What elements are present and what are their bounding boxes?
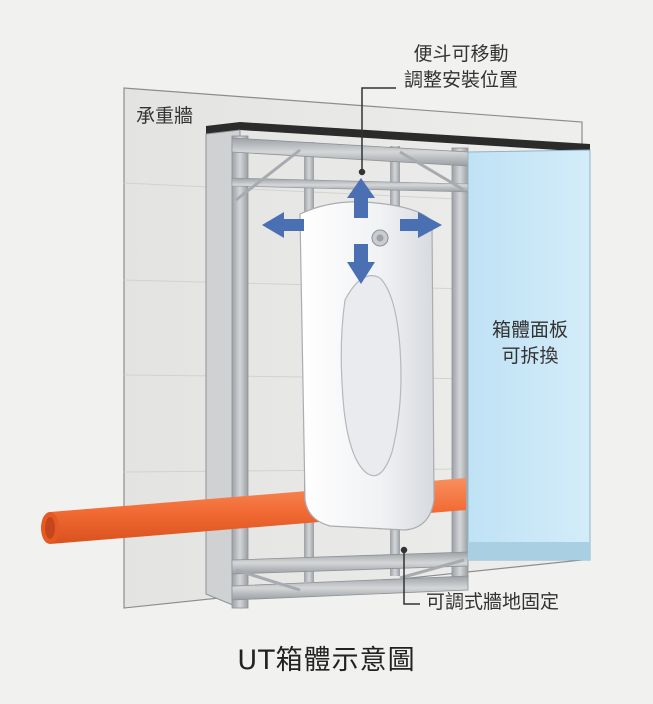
fixing-label: 可調式牆地固定 — [426, 591, 560, 613]
diagram-caption: UT箱體示意圖 — [237, 645, 416, 676]
adjust-label-line1: 便斗可移動 — [413, 43, 509, 65]
panel-bottom-strip — [468, 542, 590, 560]
adjust-position-label: 便斗可移動 調整安裝位置 — [404, 42, 518, 93]
four-direction-arrows-icon — [262, 178, 442, 284]
panel-label: 箱體面板 可拆換 — [482, 318, 578, 369]
panel-label-line2: 可拆換 — [501, 344, 559, 367]
urinal — [299, 201, 435, 531]
cabinet-top-edge — [206, 122, 590, 152]
callout-lines — [358, 87, 420, 605]
panel-label-line1: 箱體面板 — [491, 319, 568, 341]
adjust-label-line2: 調整安裝位置 — [404, 68, 519, 91]
load-wall-label: 承重牆 — [136, 105, 194, 127]
